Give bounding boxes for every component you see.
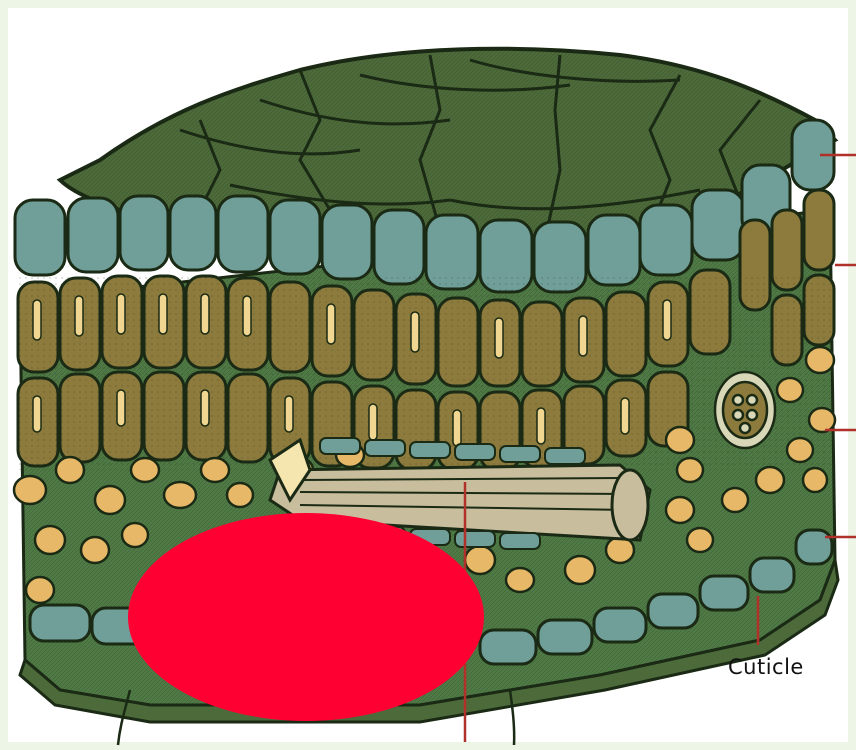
redaction-oval (128, 513, 484, 721)
palisade-stipple (15, 275, 835, 470)
side-vein-bundle (715, 372, 775, 448)
cuticle-label: Cuticle (728, 655, 804, 679)
